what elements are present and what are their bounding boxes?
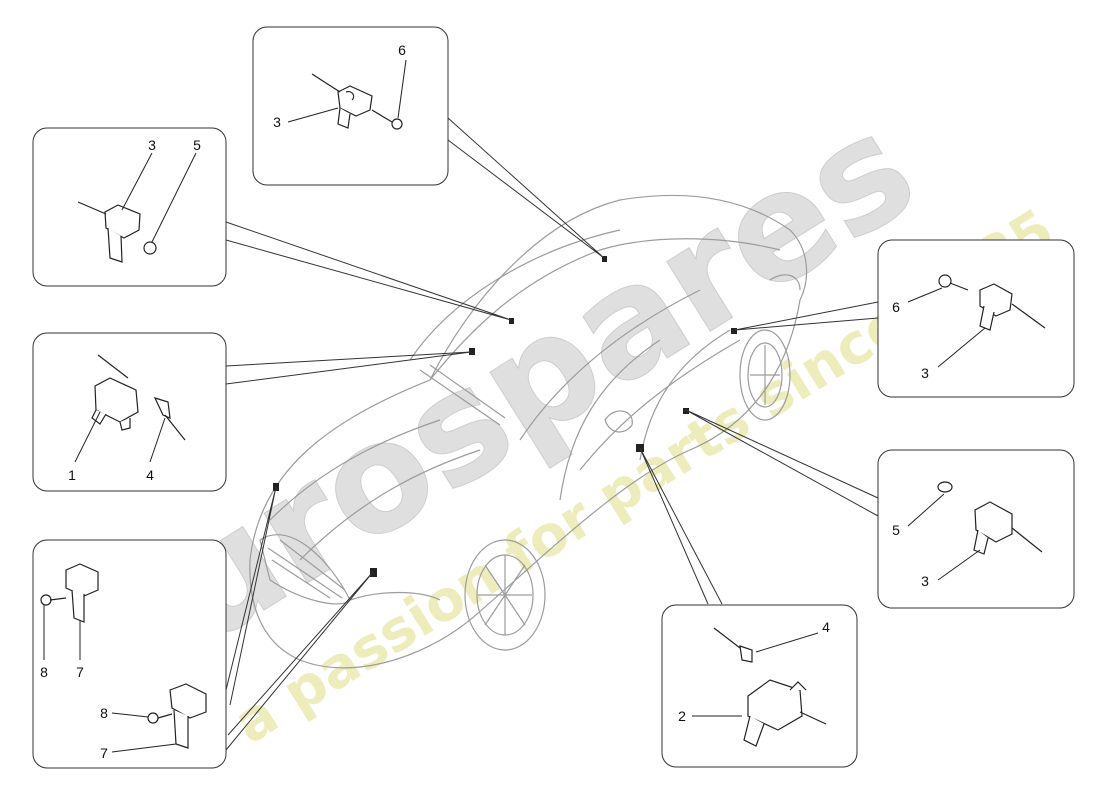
callout-number: 3	[921, 573, 929, 589]
sensor-marker-front-right	[370, 568, 377, 577]
callout-number: 5	[892, 522, 900, 538]
callout-number: 1	[68, 467, 76, 483]
callout-number: 4	[822, 619, 830, 635]
panel-right-upper: 6 3	[877, 239, 1075, 398]
crash-sensor-icon	[77, 201, 157, 263]
airbag-control-unit-icon	[713, 627, 827, 747]
car-outline	[249, 194, 808, 669]
panel-frame	[32, 539, 227, 769]
panel-frame	[32, 127, 227, 287]
callout-number: 7	[76, 664, 84, 680]
panel-top-center: 6 3	[252, 26, 449, 186]
callout-number: 3	[148, 137, 156, 153]
sensor-marker-roof	[602, 256, 607, 262]
callout-number: 7	[100, 745, 108, 761]
sensor-marker-cabin	[509, 318, 514, 324]
panel-right-mid: 5 3	[877, 449, 1075, 609]
leader-lines	[225, 117, 879, 751]
callout-number: 4	[146, 467, 154, 483]
side-sensor-icon	[938, 274, 1046, 331]
callout-number: 8	[40, 664, 48, 680]
callout-number: 3	[273, 114, 281, 130]
airbag-control-unit-icon	[91, 354, 186, 441]
side-sensor-icon	[937, 481, 1043, 555]
panel-bottom-center: 4 2	[661, 604, 858, 768]
callout-number: 6	[398, 42, 406, 58]
callout-number: 3	[921, 365, 929, 381]
callout-number: 6	[892, 299, 900, 315]
callout-number: 8	[100, 705, 108, 721]
crash-sensor-icon	[311, 73, 403, 130]
panel-frame	[661, 604, 858, 768]
panel-mid-left: 1 4	[32, 332, 227, 492]
sensor-marker-tunnel	[469, 348, 475, 355]
callout-number: 2	[678, 708, 686, 724]
sensor-marker-rear-door	[731, 328, 737, 334]
front-sensor-icon	[40, 563, 207, 749]
panel-lower-left: 8 7 8 7	[32, 539, 227, 769]
panel-frame	[877, 239, 1075, 398]
sensor-marker-door	[683, 408, 689, 414]
panel-upper-left: 3 5	[32, 127, 227, 287]
callout-number: 5	[193, 137, 201, 153]
